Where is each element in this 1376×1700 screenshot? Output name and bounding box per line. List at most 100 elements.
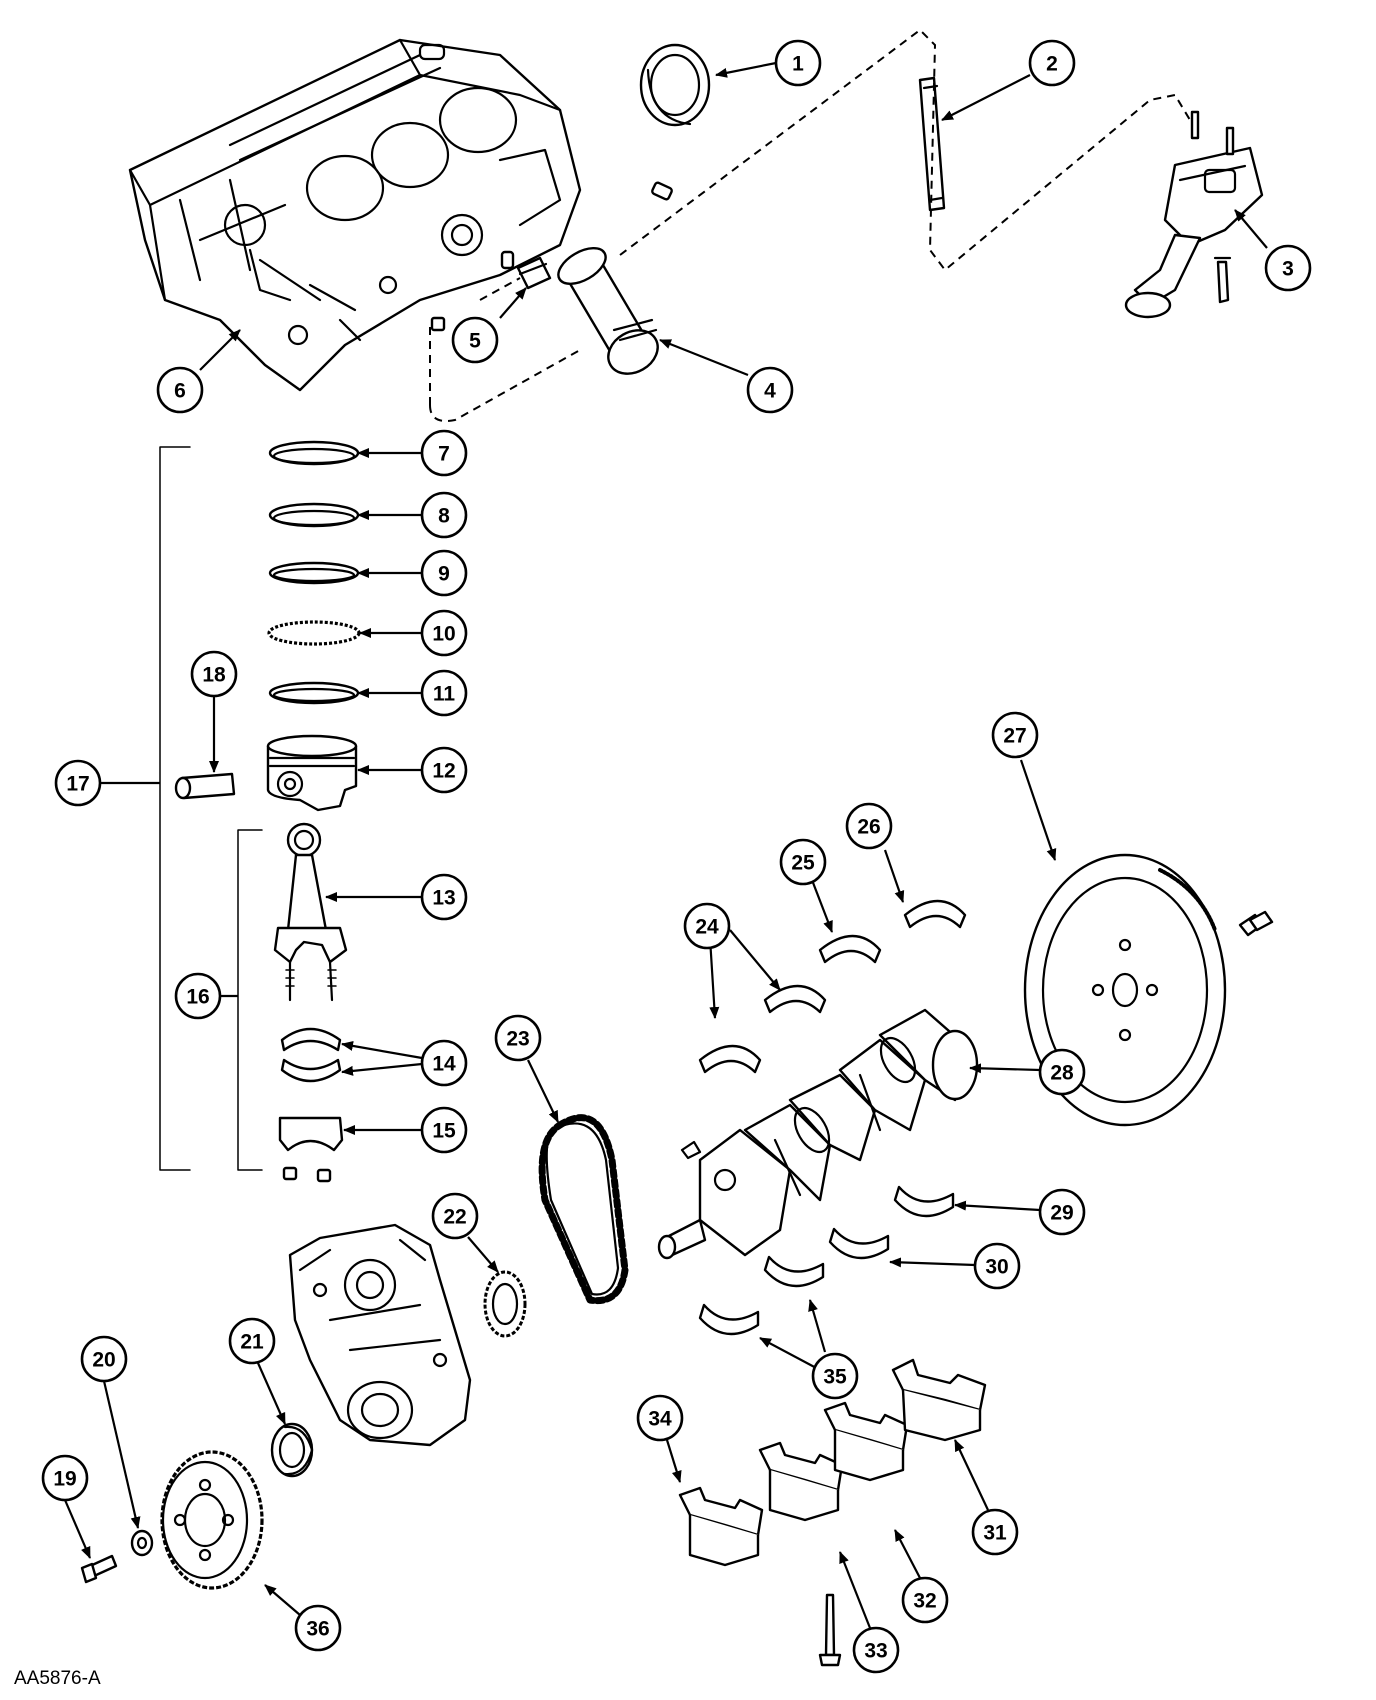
callout-12: 12 bbox=[420, 746, 468, 794]
callout-17: 17 bbox=[54, 759, 102, 807]
callout-label: 3 bbox=[1282, 258, 1294, 281]
crankshaft bbox=[657, 1008, 979, 1260]
callout-3: 3 bbox=[1264, 244, 1312, 292]
callout-34: 34 bbox=[636, 1394, 684, 1442]
callout-label: 21 bbox=[240, 1331, 264, 1354]
lower-main-bearings bbox=[698, 1185, 955, 1336]
callout-label: 29 bbox=[1050, 1202, 1073, 1225]
callout-label: 16 bbox=[186, 986, 209, 1009]
assembly-reference-line bbox=[429, 28, 1191, 422]
callout-16: 16 bbox=[174, 972, 222, 1020]
bracket-16 bbox=[237, 829, 263, 1171]
callout-label: 20 bbox=[92, 1349, 115, 1372]
callout-9: 9 bbox=[420, 549, 468, 597]
callout-24: 24 bbox=[683, 902, 731, 950]
callout-label: 9 bbox=[438, 563, 450, 586]
callout-label: 10 bbox=[432, 623, 455, 646]
block-plug bbox=[430, 316, 446, 332]
callout-label: 11 bbox=[433, 683, 456, 706]
callout-30: 30 bbox=[973, 1242, 1021, 1290]
callout-20: 20 bbox=[80, 1335, 128, 1383]
piston-rings bbox=[267, 440, 361, 705]
upper-main-bearings bbox=[698, 899, 967, 1074]
callout-28: 28 bbox=[1038, 1048, 1086, 1096]
callout-label: 24 bbox=[695, 916, 719, 939]
callout-leaders bbox=[63, 61, 1268, 1629]
callout-23: 23 bbox=[494, 1014, 542, 1062]
callout-36: 36 bbox=[294, 1604, 342, 1652]
callout-22: 22 bbox=[431, 1192, 479, 1240]
callout-15: 15 bbox=[420, 1106, 468, 1154]
callout-8: 8 bbox=[420, 491, 468, 539]
callout-label: 22 bbox=[443, 1206, 466, 1229]
callout-6: 6 bbox=[156, 366, 204, 414]
oil-filter bbox=[557, 247, 659, 375]
crankshaft-sprocket bbox=[483, 1270, 527, 1338]
callout-label: 19 bbox=[53, 1468, 76, 1491]
block-dowel bbox=[500, 250, 515, 270]
callout-label: 13 bbox=[432, 887, 455, 910]
callout-label: 27 bbox=[1003, 725, 1026, 748]
callout-26: 26 bbox=[845, 802, 893, 850]
callout-label: 26 bbox=[857, 816, 880, 839]
timing-chain bbox=[538, 1114, 629, 1305]
callout-33: 33 bbox=[852, 1626, 900, 1674]
callout-7: 7 bbox=[420, 429, 468, 477]
oil-pump bbox=[1124, 110, 1264, 319]
callout-label: 6 bbox=[174, 380, 186, 403]
callout-5: 5 bbox=[451, 316, 499, 364]
crankshaft-damper bbox=[160, 1450, 264, 1590]
oil-filter-adapter bbox=[516, 256, 552, 290]
assembly-reference-line-2 bbox=[429, 277, 521, 405]
callout-label: 32 bbox=[913, 1590, 936, 1613]
callout-label: 8 bbox=[438, 505, 450, 528]
callout-2: 2 bbox=[1028, 39, 1076, 87]
callout-32: 32 bbox=[901, 1576, 949, 1624]
connecting-rod-cap bbox=[278, 1116, 344, 1183]
callout-14: 14 bbox=[420, 1039, 468, 1087]
crankshaft-front-seal bbox=[270, 1422, 314, 1478]
flexplate-bolt bbox=[1238, 910, 1274, 937]
callout-4: 4 bbox=[746, 366, 794, 414]
callout-label: 34 bbox=[648, 1408, 672, 1431]
callout-label: 2 bbox=[1046, 53, 1058, 76]
piston-pin bbox=[174, 772, 236, 800]
callout-label: 35 bbox=[823, 1366, 847, 1389]
callout-18: 18 bbox=[190, 650, 238, 698]
callout-label: 7 bbox=[438, 443, 450, 466]
callout-21: 21 bbox=[228, 1317, 276, 1365]
callout-label: 1 bbox=[792, 53, 804, 76]
callout-label: 31 bbox=[983, 1522, 1007, 1545]
rear-main-seal bbox=[639, 43, 711, 127]
callout-29: 29 bbox=[1038, 1188, 1086, 1236]
callout-19: 19 bbox=[41, 1454, 89, 1502]
callout-1: 1 bbox=[774, 39, 822, 87]
main-bearing-caps bbox=[678, 1358, 987, 1567]
callout-label: 23 bbox=[506, 1028, 529, 1051]
callout-label: 30 bbox=[985, 1256, 1008, 1279]
connecting-rod-bearings bbox=[280, 1027, 342, 1083]
callout-label: 28 bbox=[1050, 1062, 1074, 1085]
connecting-rod bbox=[273, 822, 348, 1002]
figure-code: AA5876-A bbox=[14, 1668, 101, 1689]
callout-10: 10 bbox=[420, 609, 468, 657]
callout-27: 27 bbox=[991, 711, 1039, 759]
callout-25: 25 bbox=[779, 838, 827, 886]
damper-washer bbox=[130, 1529, 154, 1557]
main-bearing-bolt bbox=[818, 1593, 842, 1667]
damper-bolt bbox=[80, 1554, 118, 1584]
callout-label: 4 bbox=[764, 380, 776, 403]
callout-35: 35 bbox=[811, 1352, 859, 1400]
callout-label: 15 bbox=[432, 1120, 456, 1143]
callout-label: 25 bbox=[791, 852, 815, 875]
dowel-pin bbox=[651, 181, 673, 201]
callout-label: 14 bbox=[432, 1053, 456, 1076]
piston bbox=[266, 734, 358, 812]
callout-label: 33 bbox=[864, 1640, 887, 1663]
callout-label: 17 bbox=[66, 773, 89, 796]
callout-13: 13 bbox=[420, 873, 468, 921]
callout-label: 18 bbox=[202, 664, 226, 687]
callout-label: 36 bbox=[306, 1618, 329, 1641]
callout-label: 12 bbox=[432, 760, 455, 783]
